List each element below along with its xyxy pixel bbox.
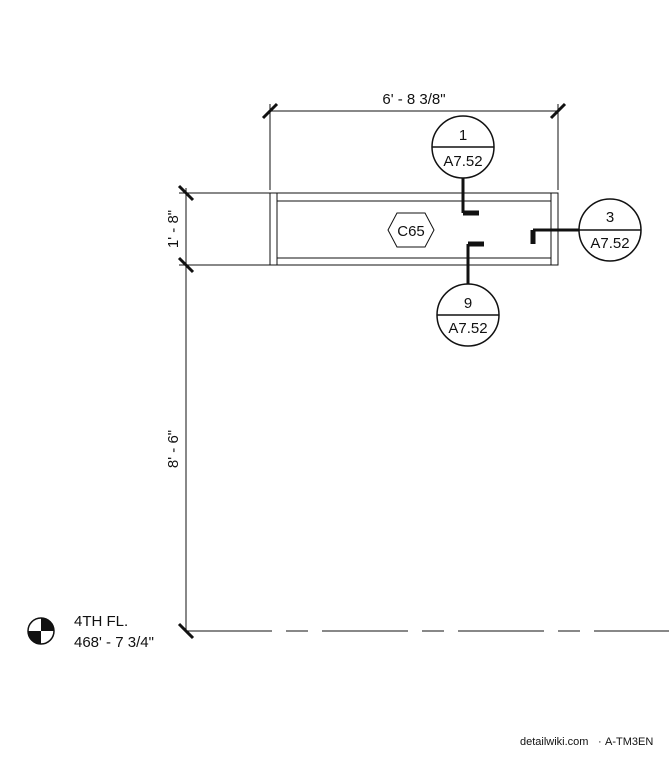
- level-elevation: 468' - 7 3/4": [74, 634, 154, 651]
- footer-watermark: detailwiki.com · A-TM3EN: [520, 736, 653, 748]
- footer-separator: ·: [598, 736, 602, 748]
- section-marker-1-number: 1: [459, 127, 467, 144]
- section-marker-3-number: 3: [606, 209, 614, 226]
- height-dimensions: 1' - 8" 8' - 6": [165, 184, 275, 640]
- section-marker-3-sheet: A7.52: [590, 235, 629, 252]
- section-marker-9-number: 9: [464, 295, 472, 312]
- section-marker-1[interactable]: 1 A7.52: [431, 115, 495, 216]
- height-upper-label: 1' - 8": [165, 210, 182, 248]
- element-tag-label: C65: [397, 223, 425, 240]
- section-marker-3[interactable]: 3 A7.52: [530, 198, 642, 262]
- level-datum-icon: [27, 617, 55, 645]
- height-lower-label: 8' - 6": [165, 430, 182, 468]
- element-tag[interactable]: C65: [387, 212, 435, 248]
- section-marker-1-sheet: A7.52: [443, 153, 482, 170]
- footer-site: detailwiki.com: [520, 736, 588, 748]
- section-marker-9[interactable]: 9 A7.52: [436, 241, 500, 347]
- level-name: 4TH FL.: [74, 613, 128, 630]
- width-dimension-label: 6' - 8 3/8": [382, 91, 445, 108]
- section-marker-9-sheet: A7.52: [448, 320, 487, 337]
- footer-code: A-TM3EN: [605, 736, 653, 748]
- width-dimension: 6' - 8 3/8": [261, 91, 567, 190]
